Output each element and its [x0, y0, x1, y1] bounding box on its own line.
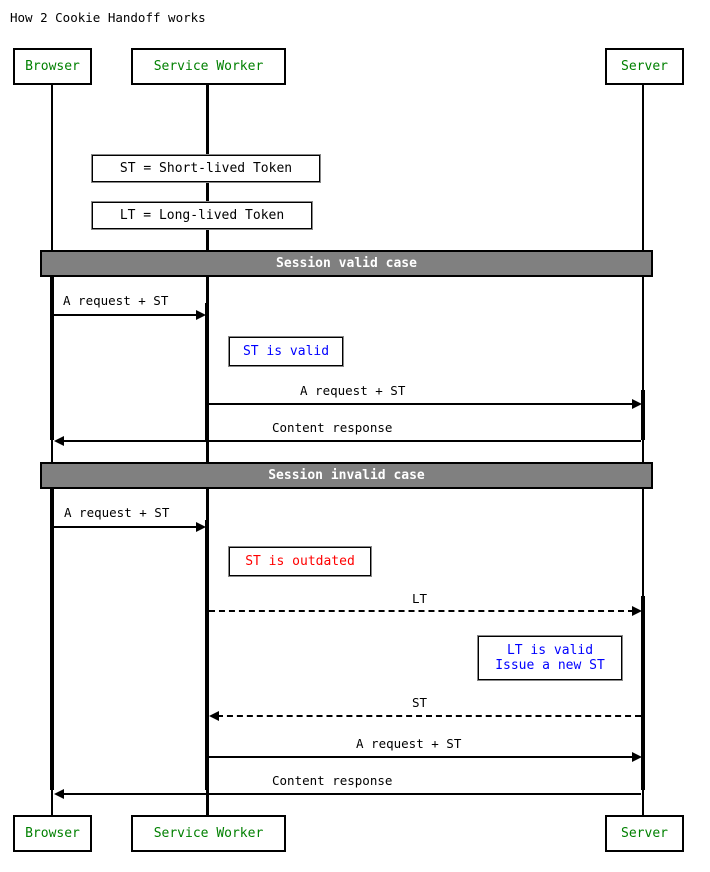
- participant-service-worker-top[interactable]: Service Worker: [131, 48, 286, 85]
- message-label-m7: A request + ST: [356, 736, 462, 751]
- message-line-m6: [217, 715, 641, 717]
- participant-browser-bottom[interactable]: Browser: [13, 815, 92, 852]
- message-label-m3: Content response: [272, 420, 393, 435]
- note-line: LT is valid: [506, 643, 594, 658]
- message-line-m8: [62, 793, 641, 795]
- arrowhead-right-icon: [196, 522, 206, 532]
- arrowhead-right-icon: [632, 752, 642, 762]
- participant-server-top[interactable]: Server: [605, 48, 684, 85]
- message-line-m4: [54, 526, 198, 528]
- note-st-is-outdated: ST is outdated: [228, 546, 372, 577]
- lifeline-browser: [51, 85, 53, 815]
- message-line-m2: [209, 403, 634, 405]
- message-label-m1: A request + ST: [63, 293, 169, 308]
- message-line-m7: [209, 756, 634, 758]
- message-label-m8: Content response: [272, 773, 393, 788]
- message-label-m6: ST: [412, 695, 428, 710]
- arrowhead-right-icon: [632, 606, 642, 616]
- message-label-m5: LT: [412, 591, 428, 606]
- activation-server-invalid: [641, 596, 645, 790]
- participant-service-worker-bottom[interactable]: Service Worker: [131, 815, 286, 852]
- message-label-m4: A request + ST: [64, 505, 170, 520]
- activation-browser-invalid: [50, 466, 54, 790]
- arrowhead-left-icon: [54, 789, 64, 799]
- legend-note-line: LT = Long-lived Token: [119, 208, 285, 223]
- message-label-m2: A request + ST: [300, 383, 406, 398]
- group-divider-session-valid: Session valid case: [40, 250, 653, 277]
- lifeline-service-worker: [206, 85, 209, 815]
- page-title: How 2 Cookie Handoff works: [10, 10, 206, 25]
- message-line-m1: [54, 314, 198, 316]
- note-line: ST is outdated: [245, 554, 355, 569]
- arrowhead-right-icon: [196, 310, 206, 320]
- activation-browser-valid: [50, 250, 54, 440]
- participant-server-bottom[interactable]: Server: [605, 815, 684, 852]
- legend-note-long-lived-token: LT = Long-lived Token: [91, 201, 313, 230]
- lifeline-server: [642, 85, 644, 815]
- arrowhead-left-icon: [54, 436, 64, 446]
- arrowhead-left-icon: [209, 711, 219, 721]
- message-line-m3: [62, 440, 641, 442]
- legend-note-line: ST = Short-lived Token: [119, 161, 293, 176]
- note-line: ST is valid: [242, 344, 330, 359]
- arrowhead-right-icon: [632, 399, 642, 409]
- participant-browser-top[interactable]: Browser: [13, 48, 92, 85]
- note-lt-is-valid: LT is valid Issue a new ST: [477, 635, 623, 681]
- activation-service-worker-invalid: [205, 520, 209, 790]
- note-st-is-valid: ST is valid: [228, 336, 344, 367]
- group-divider-session-invalid: Session invalid case: [40, 462, 653, 489]
- message-line-m5: [209, 610, 634, 612]
- note-line: Issue a new ST: [495, 658, 605, 673]
- legend-note-short-lived-token: ST = Short-lived Token: [91, 154, 321, 183]
- activation-service-worker-valid: [205, 303, 209, 440]
- activation-server-valid: [641, 390, 645, 440]
